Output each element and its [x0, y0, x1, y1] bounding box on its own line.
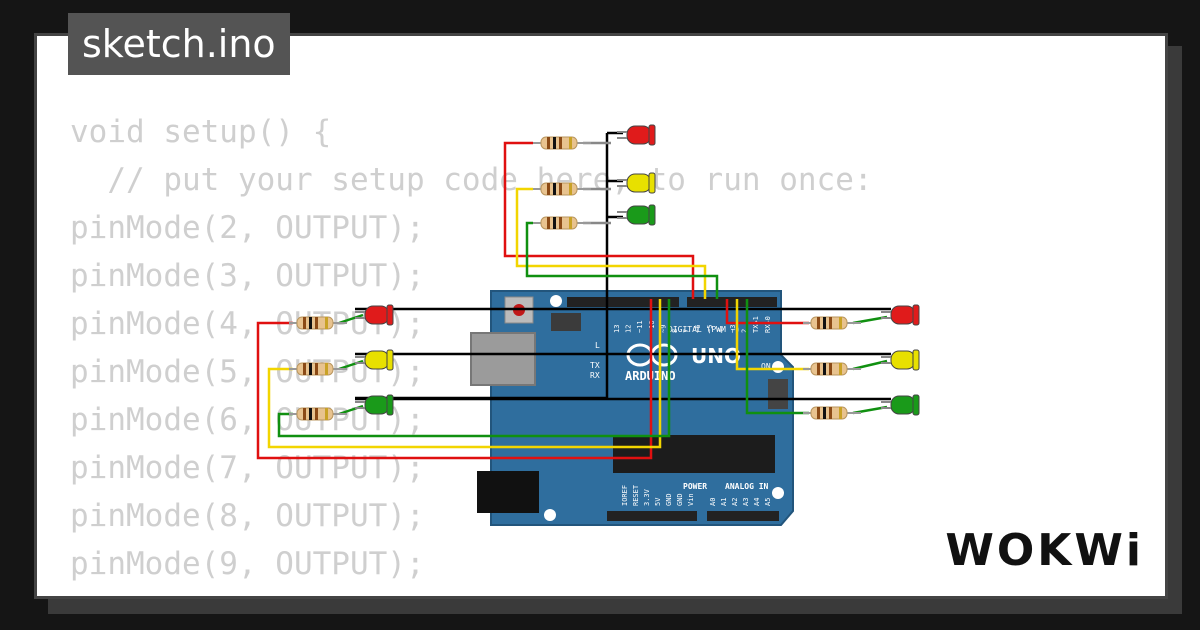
- pin-label: 4: [717, 329, 725, 333]
- analog-label: ANALOG IN: [725, 482, 769, 491]
- code-line: pinMode(5, OUTPUT);: [70, 354, 425, 390]
- tx-label: TX: [590, 361, 600, 370]
- wire-red-top[interactable]: [503, 141, 695, 299]
- wire-red-right[interactable]: [725, 299, 809, 325]
- pin-label: 12: [625, 325, 633, 333]
- code-line: pinMode(7, OUTPUT);: [70, 450, 425, 486]
- power-jack: [477, 471, 539, 513]
- led-red[interactable]: [881, 304, 920, 326]
- pin-label: 7: [683, 329, 691, 333]
- pin-label: A5: [764, 498, 772, 506]
- wire-green-right[interactable]: [745, 299, 809, 415]
- code-line: pinMode(9, OUTPUT);: [70, 546, 425, 582]
- power-label: POWER: [683, 482, 707, 491]
- pin-label: 8: [671, 329, 679, 333]
- led-green[interactable]: [881, 394, 920, 416]
- pin-label: A4: [753, 498, 761, 506]
- atmega-chip: [613, 435, 775, 473]
- header-top-right: [687, 297, 777, 307]
- wire-red-left[interactable]: [256, 299, 653, 460]
- l-label: L: [595, 341, 600, 350]
- code-background: void setup() { // put your setup code he…: [70, 108, 873, 596]
- resistor[interactable]: [289, 316, 347, 330]
- digital-label: DIGITAL (PWM ~): [668, 325, 740, 334]
- pin-label: 3.3V: [643, 488, 651, 506]
- resistor[interactable]: [533, 136, 591, 150]
- led-yellow[interactable]: [881, 349, 920, 371]
- led-green[interactable]: [617, 204, 656, 226]
- header-analog: [707, 511, 779, 521]
- header-power: [607, 511, 697, 521]
- pin-label: 5V: [654, 497, 662, 506]
- pin-label: Vin: [687, 493, 695, 506]
- code-line: void setup() {: [70, 114, 332, 150]
- arduino-uno-board[interactable]: ARDUINO UNO DIGITAL (PWM ~) POWER ANALOG…: [470, 290, 794, 526]
- pin-label: GND: [676, 493, 684, 506]
- code-line: pinMode(3, OUTPUT);: [70, 258, 425, 294]
- led-yellow[interactable]: [355, 349, 394, 371]
- pin-label: IOREF: [621, 485, 629, 506]
- leds: [355, 124, 920, 416]
- pin-label: RX←0: [764, 316, 772, 333]
- resistor[interactable]: [803, 316, 861, 330]
- wokwi-logo: WOKWi: [945, 525, 1144, 576]
- pin-label: A1: [720, 498, 728, 506]
- board-model: UNO: [691, 344, 741, 368]
- wire-yellow-top[interactable]: [515, 187, 707, 299]
- usb-port: [470, 332, 536, 386]
- pin-label: ~11: [636, 320, 644, 333]
- circuit-diagram: ARDUINO UNO DIGITAL (PWM ~) POWER ANALOG…: [256, 124, 920, 526]
- resistors: [289, 136, 861, 421]
- pin-label: 13: [613, 325, 621, 333]
- pin-label: ~5: [706, 325, 714, 333]
- wire-yellow-right[interactable]: [735, 299, 809, 371]
- resistor[interactable]: [533, 216, 591, 230]
- pin-label: TX→1: [752, 316, 760, 333]
- led-red[interactable]: [355, 304, 394, 326]
- resistor[interactable]: [289, 362, 347, 376]
- code-line: // put your setup code here, to run once…: [70, 162, 873, 198]
- resistor[interactable]: [803, 362, 861, 376]
- file-tab[interactable]: sketch.ino: [68, 13, 290, 75]
- rx-label: RX: [590, 371, 600, 380]
- led-yellow[interactable]: [617, 172, 656, 194]
- pin-label: ~3: [729, 325, 737, 333]
- code-line: pinMode(10, OUTPUT);: [70, 588, 873, 596]
- pin-label: ~6: [694, 325, 702, 333]
- wires: [256, 131, 891, 460]
- preview-card: void setup() { // put your setup code he…: [34, 33, 1168, 599]
- wire-yellow-left[interactable]: [267, 299, 662, 449]
- pin-label: RESET: [632, 484, 640, 506]
- resistor[interactable]: [289, 407, 347, 421]
- wire-green-top[interactable]: [525, 221, 719, 299]
- pin-label: GND: [665, 493, 673, 506]
- led-green[interactable]: [355, 394, 394, 416]
- resistor[interactable]: [533, 182, 591, 196]
- pin-label: A3: [742, 498, 750, 506]
- led-red[interactable]: [617, 124, 656, 146]
- pin-label: A0: [709, 498, 717, 506]
- on-label: ON: [761, 362, 771, 371]
- code-line: pinMode(8, OUTPUT);: [70, 498, 425, 534]
- pin-label: A2: [731, 498, 739, 506]
- code-line: pinMode(4, OUTPUT);: [70, 306, 425, 342]
- resistor[interactable]: [803, 406, 861, 420]
- header-top-left: [567, 297, 679, 307]
- pin-label: ~9: [659, 325, 667, 333]
- pin-label: 2: [741, 329, 749, 333]
- wire-green-left[interactable]: [277, 299, 671, 438]
- code-line: pinMode(2, OUTPUT);: [70, 210, 425, 246]
